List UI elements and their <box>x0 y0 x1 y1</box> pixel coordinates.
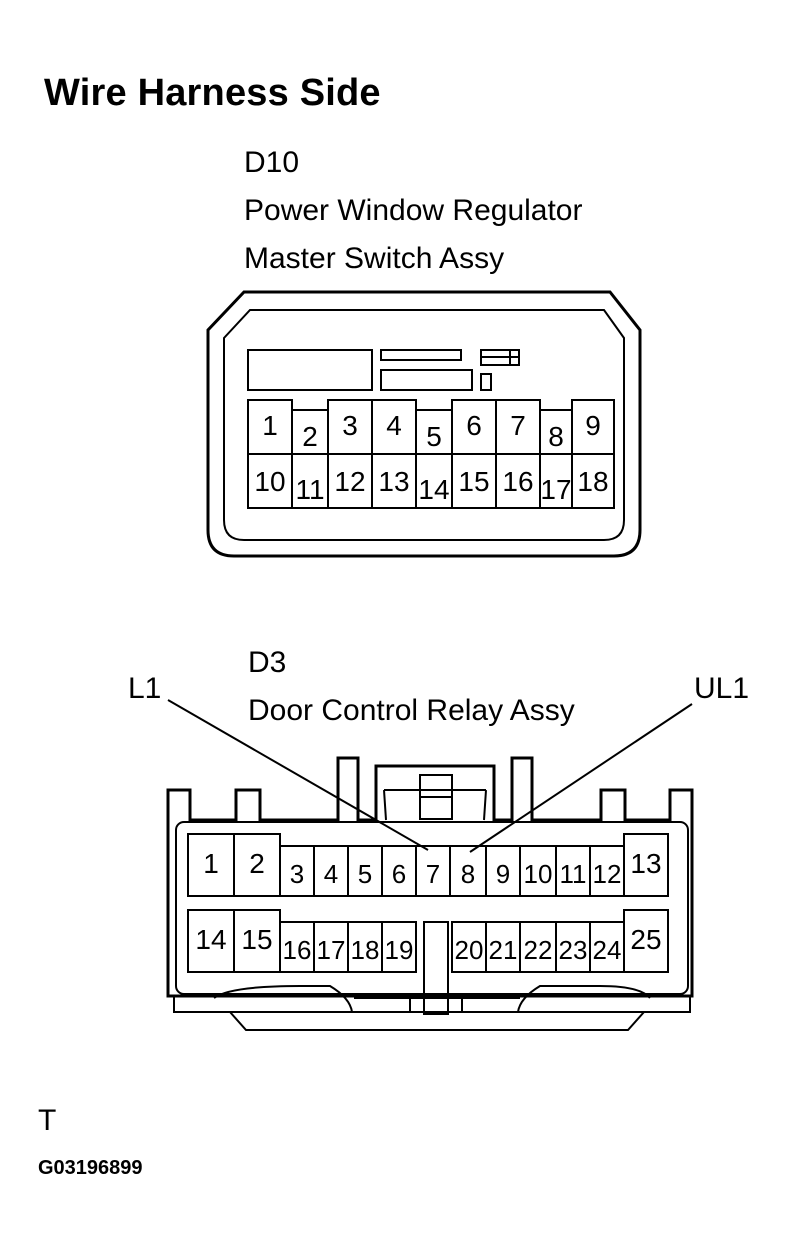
d3-pin-6-label: 6 <box>392 859 406 889</box>
d10-housing-inner <box>223 309 625 541</box>
d10-pin-18-label: 18 <box>577 466 608 497</box>
d10-pin-2-label: 2 <box>302 421 318 452</box>
d10-key-slot-4 <box>480 373 492 391</box>
d3-pin-21-label: 21 <box>489 935 518 965</box>
d10-housing-outer <box>206 290 642 558</box>
d3-pin-25-label: 25 <box>630 924 661 955</box>
d10-pin-11-label: 11 <box>295 474 324 505</box>
d3-connector-id: D3 <box>248 646 287 679</box>
d3-pin-13-cell <box>623 833 669 897</box>
d10-pin-15-label: 15 <box>458 466 489 497</box>
d3-pin-25-cell <box>623 909 669 973</box>
d10-name-line2: Master Switch Assy <box>244 242 505 275</box>
d3-pin-23-label: 23 <box>559 935 588 965</box>
callout-ul1: UL1 <box>694 672 750 705</box>
d3-pin-13-label: 13 <box>630 848 661 879</box>
d3-pin-9-label: 9 <box>496 859 510 889</box>
d3-name: Door Control Relay Assy <box>248 694 575 727</box>
d3-center-key <box>423 921 449 1015</box>
d10-pin-13-label: 13 <box>378 466 409 497</box>
d10-pin-1-label: 1 <box>262 410 278 441</box>
d3-left-foot <box>213 985 353 1013</box>
d3-housing-body <box>175 821 689 995</box>
leader-l1 <box>167 699 429 851</box>
d3-pin-17-label: 17 <box>317 935 346 965</box>
d3-pin-15-label: 15 <box>241 924 272 955</box>
d10-pin-10-label: 10 <box>254 466 285 497</box>
d3-pin-20-label: 20 <box>455 935 484 965</box>
d10-pin-3-label: 3 <box>342 410 358 441</box>
d3-pin-10-label: 10 <box>524 859 553 889</box>
d10-pin-17-label: 17 <box>540 474 571 505</box>
d10-pin-14-label: 14 <box>418 474 449 505</box>
d3-pin-19-label: 19 <box>385 935 414 965</box>
d10-key-slot-2 <box>380 369 473 391</box>
d3-pin-12-label: 12 <box>593 859 622 889</box>
d3-bottom-rail <box>173 996 691 1013</box>
d3-pin-1-label: 1 <box>203 848 219 879</box>
d3-right-foot <box>517 985 651 1013</box>
d10-name-line1: Power Window Regulator <box>244 194 583 227</box>
d3-pin-2-label: 2 <box>249 848 265 879</box>
d10-pin-5-label: 5 <box>426 421 442 452</box>
page-title: Wire Harness Side <box>44 72 381 114</box>
d3-pin-5-label: 5 <box>358 859 372 889</box>
d10-pin-18-cell <box>571 453 615 509</box>
d10-pin-12-label: 12 <box>334 466 365 497</box>
d10-connector-id: D10 <box>244 146 300 179</box>
d10-pin-6-label: 6 <box>466 410 482 441</box>
footer-mark: T <box>38 1104 57 1137</box>
d3-housing-outer <box>166 756 694 998</box>
d3-pin-18-label: 18 <box>351 935 380 965</box>
d3-pin-24-label: 24 <box>593 935 622 965</box>
d3-pin-7-label: 7 <box>426 859 440 889</box>
callout-l1: L1 <box>128 672 162 705</box>
d3-pin-19-cell <box>381 921 417 973</box>
d10-key-slot-1 <box>380 349 462 361</box>
d3-pin-3-label: 3 <box>290 859 304 889</box>
d10-pin-8-label: 8 <box>548 421 564 452</box>
d3-pin-16-label: 16 <box>283 935 312 965</box>
d3-pin-11-label: 11 <box>560 859 587 889</box>
d10-pin-16-label: 16 <box>502 466 533 497</box>
d3-pin-4-label: 4 <box>324 859 338 889</box>
d10-latch-box <box>247 349 373 391</box>
d10-pin-4-label: 4 <box>386 410 402 441</box>
leader-ul1 <box>469 703 693 853</box>
d3-pin-8-label: 8 <box>461 859 475 889</box>
figure-code: G03196899 <box>38 1157 143 1179</box>
d3-pin-22-label: 22 <box>524 935 553 965</box>
d10-pin-9-label: 9 <box>585 410 601 441</box>
d10-pin-7-label: 7 <box>510 410 526 441</box>
d3-bottom-skirt <box>229 1011 645 1031</box>
d3-center-lock <box>383 789 487 821</box>
d3-pin-14-label: 14 <box>195 924 226 955</box>
